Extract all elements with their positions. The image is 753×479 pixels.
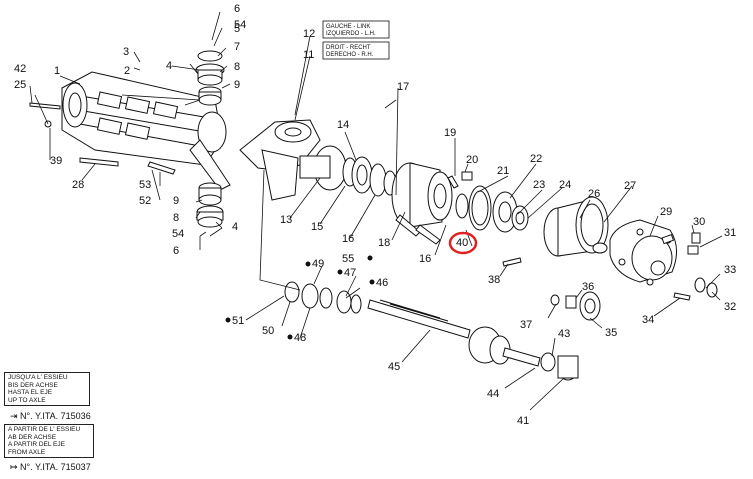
callout-32: 32	[724, 301, 736, 313]
callout-8b: 8	[173, 212, 179, 224]
arrow-bar-icon: ⇥	[10, 411, 21, 421]
svg-text:IZQUIERDO - L.H.: IZQUIERDO - L.H.	[326, 31, 376, 37]
callout-6: 6	[234, 3, 240, 15]
callout-17: 17	[397, 81, 409, 93]
callout-14: 14	[337, 119, 349, 131]
legend-up-to-ref: ⇥ N°. Y.ITA. 715036	[10, 411, 91, 421]
callout-4: 4	[166, 60, 172, 72]
kingpin-upper-stack	[195, 50, 225, 106]
arrow-from-bar-icon: ↦	[10, 462, 21, 472]
callout-16a: 16	[342, 233, 354, 245]
callout-41: 41	[517, 415, 529, 427]
callout-21: 21	[497, 165, 509, 177]
hub-ring-parts	[447, 171, 529, 233]
shaft-seals	[284, 281, 362, 314]
callout-labels: 1 2 3 4 5 6 7 8 9 13 14 15 16 16 17 18 1…	[14, 3, 736, 427]
bullet-markers	[225, 255, 375, 340]
svg-text:GAUCHE - LINK: GAUCHE - LINK	[326, 24, 370, 30]
callout-22: 22	[530, 153, 542, 165]
steering-knuckle	[239, 119, 347, 201]
callout-54a: 54	[234, 19, 246, 31]
callout-43: 43	[558, 328, 570, 340]
wheel-hub	[391, 162, 453, 245]
callout-29: 29	[660, 206, 672, 218]
highlight-circle-40	[448, 231, 478, 255]
callout-23: 23	[533, 179, 545, 191]
legend-from-ref: ↦ N°. Y.ITA. 715037	[10, 462, 91, 472]
callout-24: 24	[559, 179, 571, 191]
callout-15: 15	[311, 221, 323, 233]
leader-lines	[29, 11, 723, 411]
svg-text:11: 11	[303, 49, 314, 61]
callout-51: 51	[232, 315, 244, 327]
callout-47: 47	[344, 267, 356, 279]
callout-16b: 16	[419, 253, 431, 265]
bolts-left	[29, 102, 176, 175]
callout-40: 40	[456, 237, 468, 249]
kingpin-lower-stack	[196, 182, 224, 228]
callout-42: 42	[14, 63, 26, 75]
callout-9: 9	[234, 79, 240, 91]
callout-49: 49	[312, 258, 324, 270]
callout-45: 45	[388, 361, 400, 373]
callout-1: 1	[54, 65, 60, 77]
planet-carrier	[609, 219, 677, 286]
legend-up-to-axle: JUSQU'A L' ESSIEU BIS DER ACHSE HASTA EL…	[4, 372, 90, 406]
callout-7: 7	[234, 41, 240, 53]
callout-30: 30	[693, 216, 705, 228]
callout-46: 46	[376, 277, 388, 289]
callout-9b: 9	[173, 195, 179, 207]
callout-34: 34	[642, 314, 654, 326]
callout-38: 38	[488, 274, 500, 286]
svg-text:DERECHO - R.H.: DERECHO - R.H.	[326, 52, 374, 58]
callout-20: 20	[466, 154, 478, 166]
side-label-right: 11 DROIT - RECHT DERECHO - R.H.	[303, 41, 390, 61]
ring-gear	[543, 196, 609, 257]
callout-39: 39	[50, 155, 62, 167]
callout-18: 18	[378, 237, 390, 249]
callout-53: 53	[139, 179, 151, 191]
callout-8: 8	[234, 61, 240, 73]
side-label-left: 12 GAUCHE - LINK IZQUIERDO - L.H.	[303, 20, 390, 40]
callout-52: 52	[139, 195, 151, 207]
callout-4b: 4	[232, 221, 238, 233]
planet-gear-set	[502, 257, 601, 321]
svg-text:12: 12	[303, 28, 315, 40]
carrier-small-parts	[673, 232, 718, 301]
callout-25: 25	[14, 79, 26, 91]
callout-5: 5	[234, 23, 240, 35]
legend-from-axle: A PARTIR DE L' ESSIEU AB DER ACHSE A PAR…	[4, 424, 94, 458]
callout-54b: 54	[172, 228, 184, 240]
callout-13: 13	[280, 214, 292, 226]
callout-48: 48	[294, 332, 306, 344]
callout-3: 3	[123, 46, 129, 58]
callout-33: 33	[724, 264, 736, 276]
callout-31: 31	[724, 227, 736, 239]
callout-37: 37	[520, 319, 532, 331]
axle-shaft	[367, 299, 579, 381]
callout-44: 44	[487, 388, 499, 400]
callout-35: 35	[605, 327, 617, 339]
callout-2: 2	[124, 65, 130, 77]
callout-36: 36	[582, 281, 594, 293]
callout-28: 28	[72, 179, 84, 191]
spindle-bearings	[342, 156, 397, 197]
svg-text:DROIT - RECHT: DROIT - RECHT	[326, 45, 371, 51]
callout-6b: 6	[173, 245, 179, 257]
callout-27: 27	[624, 180, 636, 192]
callout-50: 50	[262, 325, 274, 337]
axle-housing	[61, 71, 231, 191]
callout-19: 19	[444, 127, 456, 139]
callout-26: 26	[588, 188, 600, 200]
callout-55: 55	[342, 253, 354, 265]
